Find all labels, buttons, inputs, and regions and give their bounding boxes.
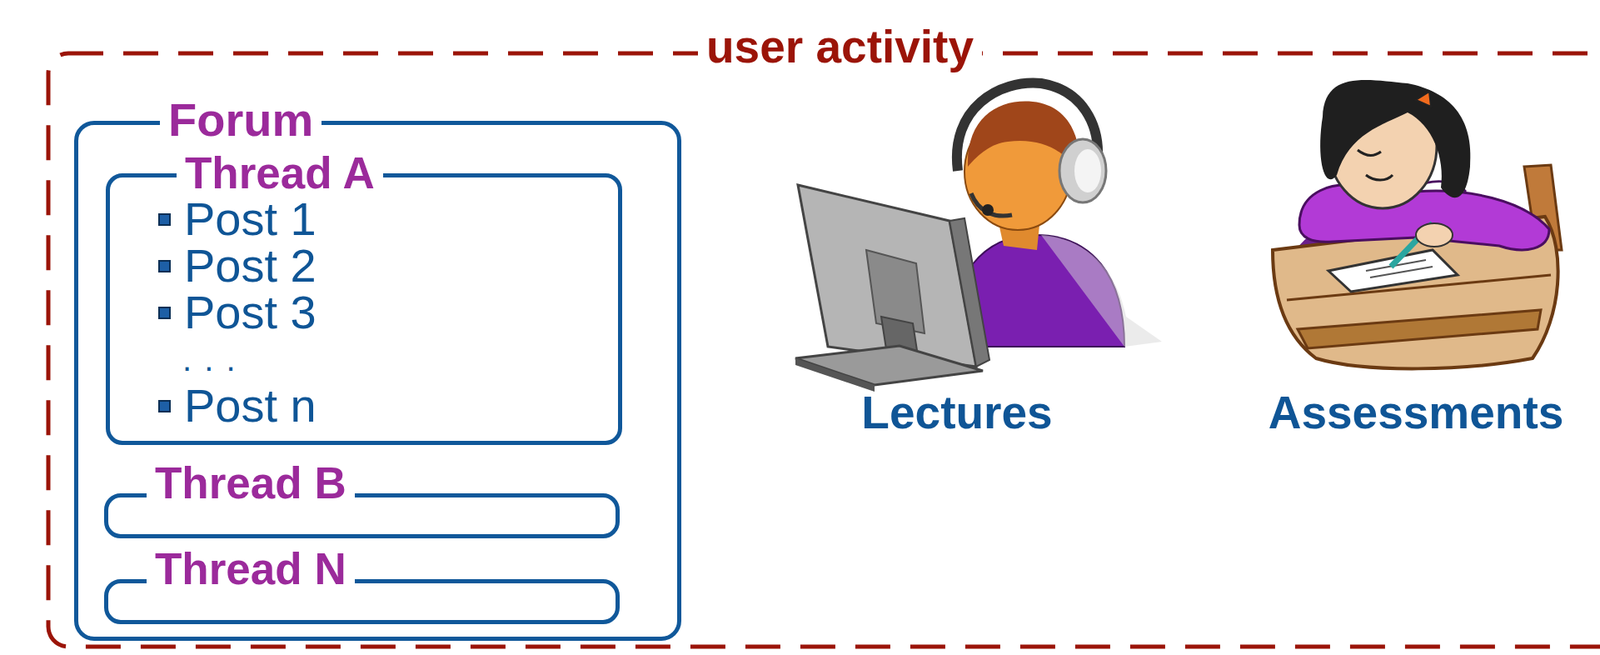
node-heading: Forum <box>159 96 322 144</box>
bullet-square <box>158 306 171 320</box>
node-heading: Thread B <box>146 460 355 505</box>
post-text: . . . <box>182 335 238 383</box>
node-heading: Thread A <box>176 150 384 195</box>
lecture-illustration <box>795 83 1162 392</box>
node-heading: user activity <box>697 24 982 70</box>
bullet-square <box>158 399 171 413</box>
post-row: . . . <box>158 335 317 383</box>
activity-region: user activityForumThread APost 1Post 2Po… <box>45 50 1600 649</box>
post-row: Post n <box>158 382 317 429</box>
post-row: Post 2 <box>158 242 317 290</box>
forum-box: ForumThread APost 1Post 2Post 3. . .Post… <box>74 120 682 641</box>
icon-caption: Lectures <box>861 389 1052 436</box>
post-text: Post 3 <box>184 289 317 336</box>
post-row: Post 1 <box>158 195 317 243</box>
post-text: Post n <box>184 382 317 429</box>
post-list: Post 1Post 2Post 3. . .Post n <box>158 195 317 429</box>
post-row: Post 3 <box>158 289 317 336</box>
post-text: Post 2 <box>184 242 317 290</box>
icon-caption: Assessments <box>1268 389 1565 436</box>
bullet-square <box>158 259 171 273</box>
post-text: Post 1 <box>184 195 317 243</box>
node-heading: Thread N <box>146 546 355 591</box>
thread-box: Thread N <box>104 578 620 624</box>
thread-box: Thread APost 1Post 2Post 3. . .Post n <box>105 173 623 445</box>
thread-box: Thread B <box>104 493 620 539</box>
assessment-illustration <box>1272 79 1562 369</box>
bullet-square <box>158 213 171 226</box>
